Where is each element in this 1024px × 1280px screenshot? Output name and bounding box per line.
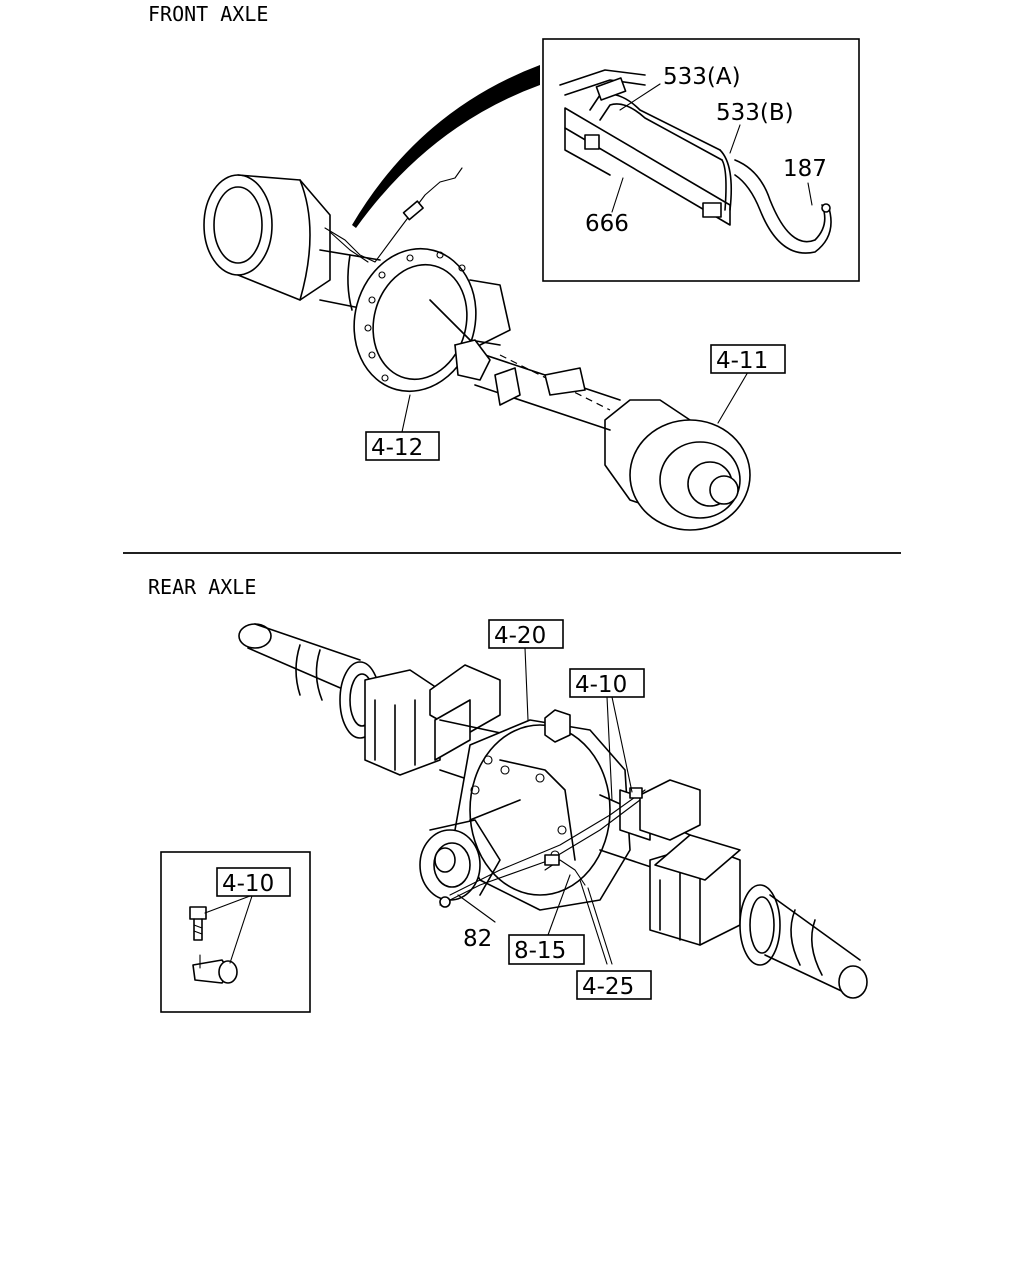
ref-label-4-12: 4-12 <box>371 435 423 461</box>
ref-box-4-11 <box>710 344 786 374</box>
ref-label-4-10-detail: 4-10 <box>222 871 274 897</box>
front-detail-view <box>542 38 860 282</box>
ref-box-4-12 <box>365 431 440 461</box>
part-label-533a: 533(A) <box>663 64 741 90</box>
ref-label-8-15: 8-15 <box>514 938 566 964</box>
part-label-533b: 533(B) <box>716 100 794 126</box>
ref-label-4-20: 4-20 <box>494 623 546 649</box>
part-label-82: 82 <box>463 926 492 952</box>
rear-axle-assembly <box>238 623 868 999</box>
ref-box-8-15 <box>508 934 585 965</box>
housing-bolts <box>364 251 466 382</box>
ref-label-4-11: 4-11 <box>716 348 768 374</box>
rear-detail-view: 4-10 <box>160 851 311 1013</box>
ref-box-4-20 <box>488 619 564 649</box>
ref-box-4-10 <box>569 668 645 698</box>
part-label-666: 666 <box>585 211 629 237</box>
ref-label-4-10: 4-10 <box>575 672 627 698</box>
front-axle-assembly <box>203 65 751 531</box>
ref-box-4-25 <box>576 970 652 1000</box>
rear-axle-title: REAR AXLE <box>148 575 256 599</box>
ref-label-4-25: 4-25 <box>582 974 634 1000</box>
part-label-187: 187 <box>783 156 827 182</box>
front-axle-title: FRONT AXLE <box>148 2 268 26</box>
